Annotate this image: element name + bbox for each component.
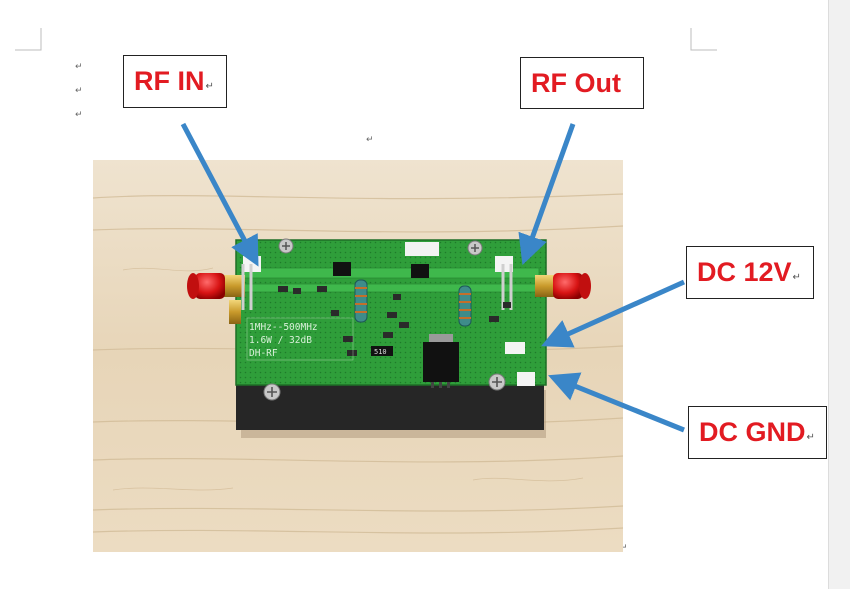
callout-rf-out: RF Out [520, 57, 644, 109]
paragraph-mark: ↵ [792, 272, 801, 283]
arrow-dc-12v [541, 279, 686, 348]
arrow-rf-out [518, 123, 576, 266]
arrow-dc-gnd [548, 372, 685, 433]
paragraph-mark: ↵ [75, 62, 83, 72]
board-label-brand: DH-RF [249, 348, 278, 359]
callout-dc-gnd-label: DC GND [699, 417, 806, 447]
board-label-power-gain: 1.6W / 32dB [249, 335, 312, 346]
callout-dc-gnd: DC GND↵ [688, 406, 827, 459]
document-page: ↵ ↵ ↵ ↵ ↵ [15, 28, 827, 553]
resistor-marking: 510 [374, 348, 387, 356]
screw [263, 238, 506, 401]
paragraph-mark: ↵ [620, 543, 628, 553]
paragraph-mark: ↵ [75, 86, 83, 96]
paragraph-mark: ↵ [806, 432, 815, 443]
paragraph-mark: ↵ [205, 81, 214, 92]
amplifier-photo: 510 1MHz--500MHz 1.6W / 32dB DH-RF [93, 160, 623, 552]
paragraph-mark: ↵ [366, 135, 374, 145]
vertical-scrollbar[interactable] [828, 0, 850, 589]
callout-rf-in-label: RF IN [134, 66, 205, 96]
callout-dc-12v-label: DC 12V [697, 257, 792, 287]
callout-rf-in: RF IN↵ [123, 55, 227, 108]
crop-mark-top-left [15, 28, 42, 51]
board-label-frequency: 1MHz--500MHz [249, 322, 318, 333]
paragraph-mark: ↵ [75, 110, 83, 120]
callout-arrows [180, 122, 686, 433]
callout-rf-out-label: RF Out [531, 67, 621, 98]
crop-mark-top-right [690, 28, 717, 51]
arrow-rf-in [180, 122, 259, 267]
callout-dc-12v: DC 12V↵ [686, 246, 814, 299]
